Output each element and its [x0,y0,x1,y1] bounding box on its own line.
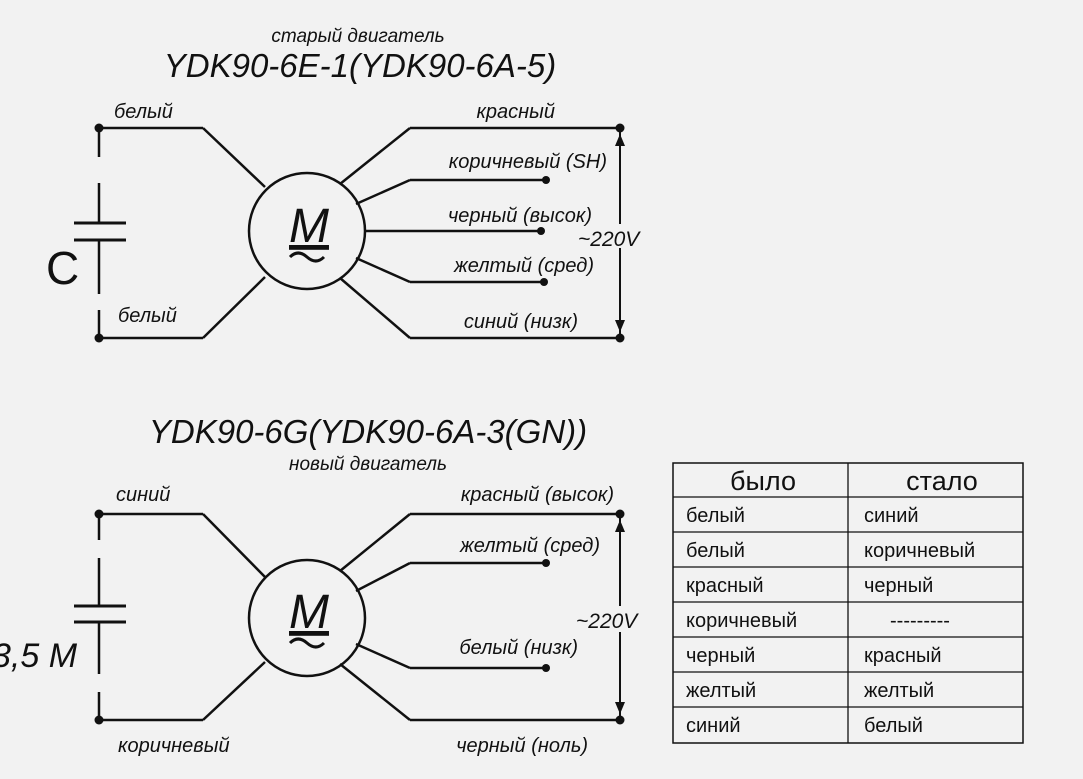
table-header-after: стало [906,466,978,496]
old-wire-label-top-left: белый [114,101,173,123]
table-cell-before: черный [686,645,755,667]
ac-tilde-icon [288,637,326,649]
old-wire-label-yellow: желтый (сред) [453,255,594,277]
arrow-up-icon [615,520,625,532]
new-wire-label-white: белый (низк) [459,637,578,659]
table-cell-before: белый [686,540,745,562]
table-cell-before: синий [686,715,741,737]
old-wire-label-red: красный [476,101,555,123]
table-cell-before: желтый [686,680,756,702]
new-wire-label-yellow: желтый (сред) [459,535,600,557]
old-wire-label-black: черный (высок) [448,205,592,227]
table-cell-after: красный [864,645,942,667]
new-wire-label-black: черный (ноль) [456,735,588,757]
old-motor-caption: старый двигатель [271,26,444,47]
new-motor-circle [247,558,367,678]
old-motor-terminals [94,123,625,343]
table-cell-after: черный [864,575,933,597]
old-wire-label-blue: синий (низк) [464,311,578,333]
new-wire-label-bottom-left: коричневый [118,735,230,757]
ac-tilde-icon [288,251,326,263]
new-motor-caption: новый двигатель [289,454,447,475]
old-wire-label-brown: коричневый (SH) [449,151,607,173]
old-motor-model: YDK90-6E-1(YDK90-6A-5) [164,47,557,84]
old-capacitor-label: C [46,242,79,294]
table-cell-before: коричневый [686,610,797,632]
new-motor-model: YDK90-6G(YDK90-6A-3(GN)) [149,413,587,450]
new-wire-label-red: красный (высок) [461,484,614,506]
table-cell-before: белый [686,505,745,527]
new-voltage-label: ~220V [576,610,639,633]
arrow-down-icon [615,702,625,714]
table-cell-after: --------- [890,610,950,632]
old-motor-diagram [74,126,621,340]
table-cell-after: коричневый [864,540,975,562]
new-wire-label-top-left: синий [116,484,170,506]
new-capacitor-label: 3,5 M [0,637,78,675]
new-motor-terminals [94,509,625,725]
table-cell-before: красный [686,575,764,597]
table-cell-after: желтый [864,680,934,702]
old-motor-symbol: M [289,200,329,253]
new-motor-symbol: M [289,586,329,639]
old-wire-label-bottom-left: белый [118,305,177,327]
table-header-before: было [730,466,796,496]
table-cell-after: белый [864,715,923,737]
arrow-down-icon [615,320,625,332]
arrow-up-icon [615,134,625,146]
wire-mapping-table: было стало белый синий белый коричневый крас… [672,462,1024,744]
table-cell-after: синий [864,505,919,527]
new-motor-diagram [74,512,621,722]
old-voltage-label: ~220V [578,228,641,251]
